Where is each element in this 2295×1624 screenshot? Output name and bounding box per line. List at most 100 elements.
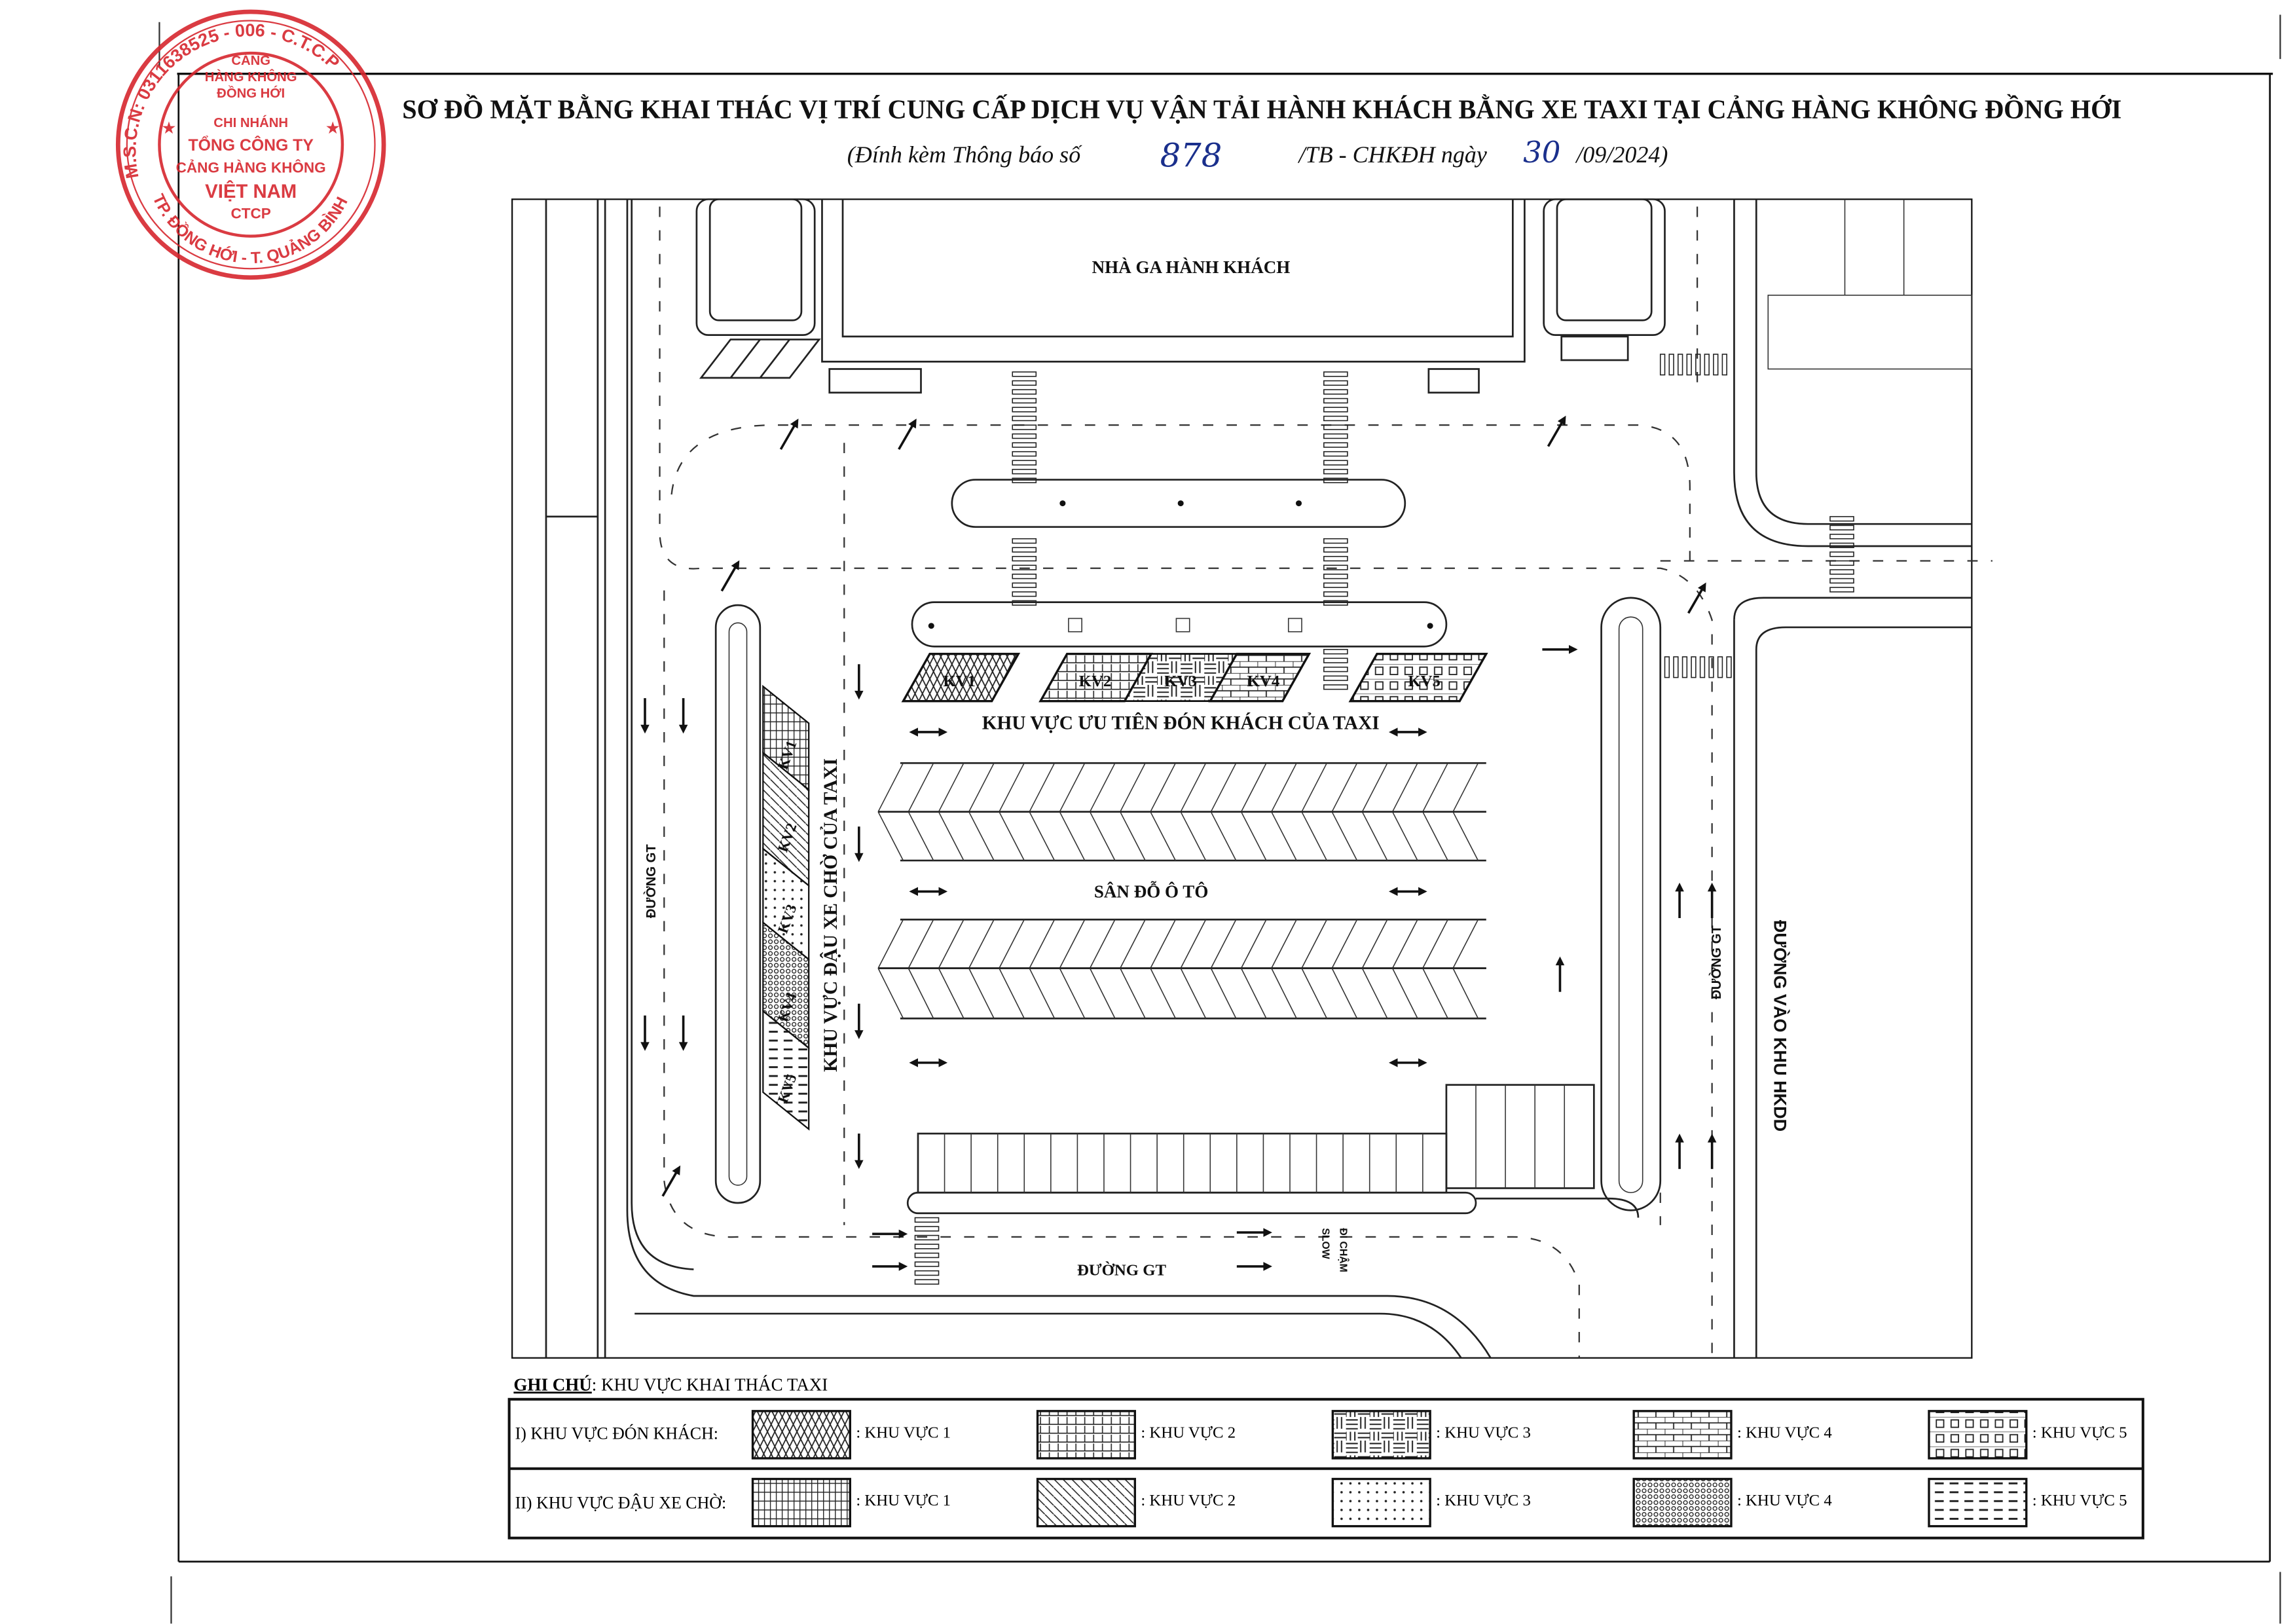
parking-stall [877,968,904,1019]
arrow-icon [854,826,864,862]
arrow-head [854,1160,864,1170]
crosswalk-bar [1323,684,1348,690]
legend-pickup-label: : KHU VỰC 3 [1436,1424,1531,1441]
parking-stall [1029,968,1056,1019]
parking-stall [1271,811,1297,861]
arrow-icon [872,1262,908,1271]
car-park-label: SÂN ĐỖ Ô TÔ [1094,881,1209,901]
arrow-icon [854,664,864,700]
pickup-areas: KV1 KV2 KV3 KV4 KV5 [901,652,1488,703]
arrow-head [1707,882,1717,892]
crosswalk-bar [1323,657,1348,663]
stamp-line: CẢNG [231,53,270,68]
arrow-icon [678,698,688,734]
parking-stall [1240,811,1267,861]
parking-stall [1271,919,1297,969]
arrow-head [908,418,917,429]
island-right [1600,597,1662,1211]
parking-stall [1029,762,1056,813]
parking-stall [1180,811,1207,861]
island-left [714,604,762,1204]
legend-swatch-pickup-1 [751,1410,851,1460]
legend-title: GHI CHÚ: KHU VỰC KHAI THÁC TAXI [513,1375,828,1394]
crosswalk-bar [1323,564,1348,570]
arrow-head [1389,1058,1398,1067]
pickup-label: KV2 [1079,673,1112,690]
parking-stall [877,919,904,969]
parking-stall [1452,919,1479,969]
two-way-arrow-icon [1389,887,1427,896]
terminal-label: NHÀ GA HÀNH KHÁCH [1092,257,1291,277]
parking-stall [938,968,964,1019]
crosswalk-bar [1323,451,1348,457]
island-middle [911,601,1448,648]
crosswalk-bar [1323,407,1348,413]
arrow-icon [1236,1228,1272,1237]
crosswalk-bar [1012,397,1037,404]
parking-stall [1089,762,1116,813]
arrow-head [731,560,740,570]
waiting-zone-label: KHU VỰC ĐẬU XE CHỜ CỦA TAXI [820,758,841,1072]
legend-waiting-label: : KHU VỰC 3 [1436,1492,1531,1509]
crosswalk-bar [1704,354,1710,376]
arrow-head [909,1058,918,1067]
crosswalk-bar [1829,560,1854,566]
crosswalk-bar [1012,451,1037,457]
stamp-line: ĐỒNG HỚI [217,85,285,101]
arrow-head [1389,887,1398,896]
crosswalk-bar [1323,460,1348,466]
parking-stall [1361,919,1388,969]
crosswalk-bar [1012,380,1037,386]
crosswalk-bar [914,1279,940,1285]
crosswalk-bar [914,1261,940,1267]
parking-stall [1271,968,1297,1019]
arrow-icon [872,1229,908,1239]
crosswalk-bar [1012,415,1037,422]
road-bottom-label: ĐƯỜNG GT [1077,1261,1167,1279]
arrow-head [790,418,799,429]
parking-stall [1089,968,1116,1019]
notice-day: 30 [1523,135,1560,170]
parking-stall [1331,968,1358,1019]
crosswalk-bar [1721,354,1727,376]
parking-stall [1391,811,1418,861]
parking-stall [999,762,1025,813]
crosswalk-bar [1691,656,1697,678]
notice-number: 878 [1160,137,1222,175]
parking-stall [877,762,904,813]
stamp-star-icon: ★ [162,120,176,136]
parking-stall [908,762,934,813]
parking-stall [1391,968,1418,1019]
arrow-icon [854,1003,864,1039]
parking-stall [1059,919,1086,969]
arrow-icon [678,1015,688,1051]
crosswalk-bar [1323,397,1348,404]
parking-stall [999,968,1025,1019]
legend-waiting-label: : KHU VỰC 5 [2032,1492,2127,1509]
crosswalk-bar [1323,371,1348,377]
crosswalk-bar [1713,354,1719,376]
parking-stall [1301,811,1328,861]
parking-stall [1120,919,1146,969]
parking-stall [1089,919,1116,969]
arrow-icon [661,1165,681,1197]
arrow-head [1557,415,1566,426]
crosswalk-bar [914,1234,940,1241]
parking-stall [1391,919,1418,969]
crosswalk-bar [1323,468,1348,475]
parking-stall [908,968,934,1019]
stamp-line: VIỆT NAM [205,180,297,202]
priority-zone-label: KHU VỰC ƯU TIÊN ĐÓN KHÁCH CỦA TAXI [982,712,1380,733]
parking-stall [908,811,934,861]
parking-stall [1210,762,1237,813]
crosswalk-bar [1323,582,1348,588]
parking-stall [1210,811,1237,861]
arrow-head [1707,1134,1717,1143]
two-way-arrow-icon [909,1058,948,1067]
parking-stall [1210,919,1237,969]
two-way-arrow-icon [1389,728,1427,737]
parking-stall [1150,968,1177,1019]
passenger-terminal: NHÀ GA HÀNH KHÁCH [695,198,1666,394]
parking-stall [1361,811,1388,861]
parking-stall [1150,762,1177,813]
